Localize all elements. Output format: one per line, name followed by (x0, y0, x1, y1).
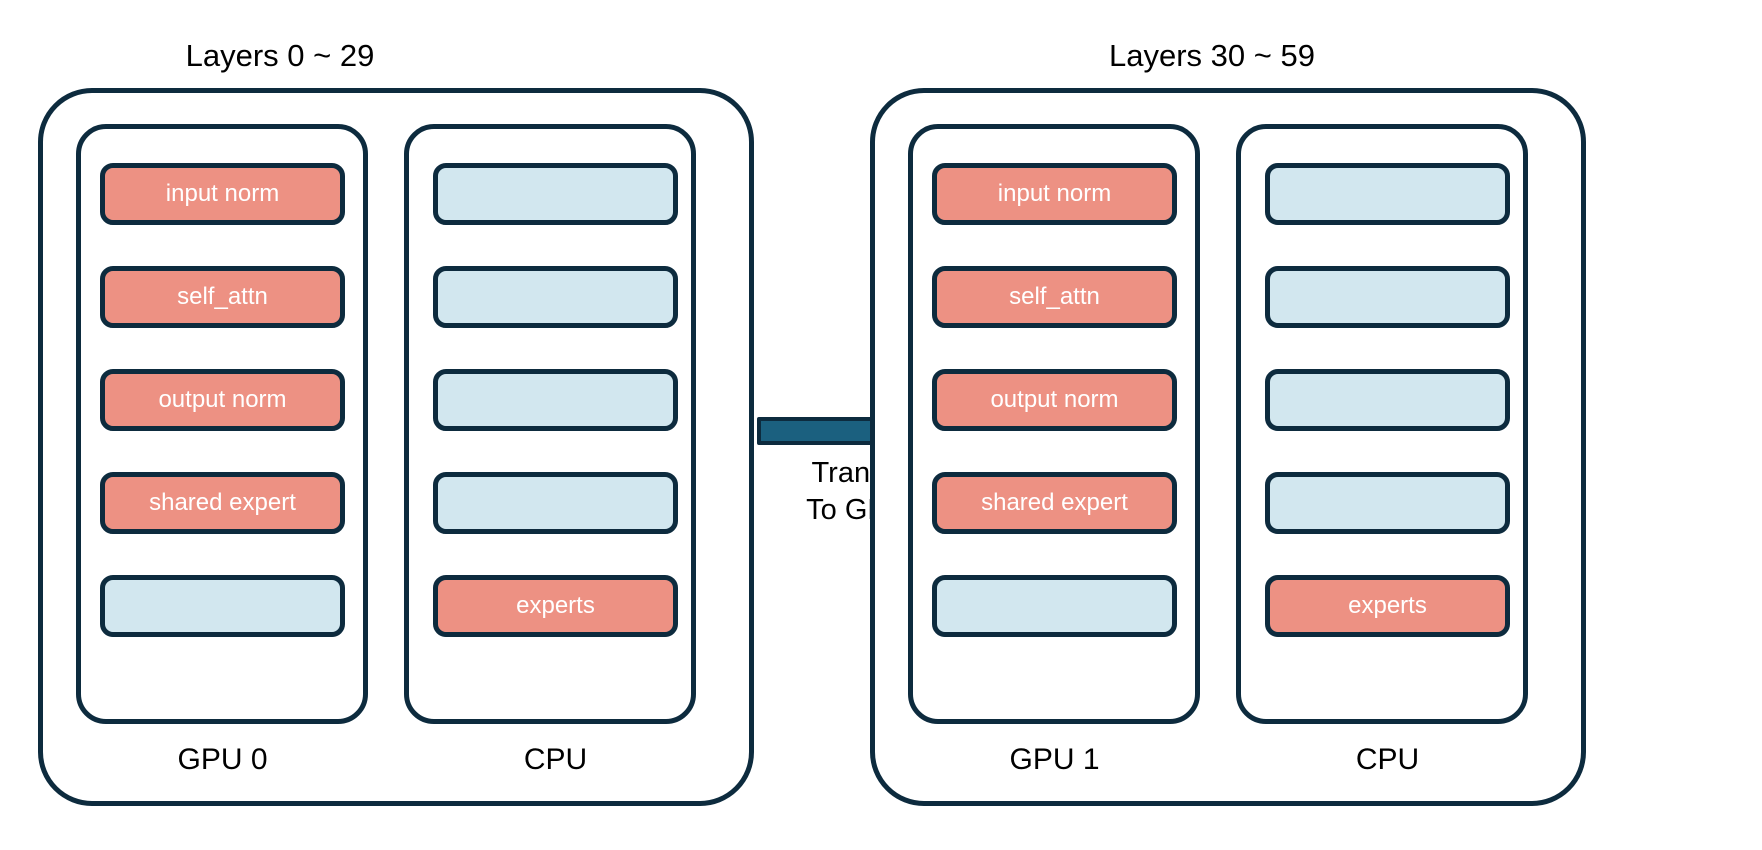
block-gpu1-output-norm[interactable]: output norm (932, 369, 1177, 431)
block-cpu-left-slot-1[interactable] (433, 163, 678, 225)
block-cpu-left-slot-2[interactable] (433, 266, 678, 328)
block-cpu-right-experts[interactable]: experts (1265, 575, 1510, 637)
block-gpu0-empty-slot[interactable] (100, 575, 345, 637)
block-cpu-right-slot-2[interactable] (1265, 266, 1510, 328)
block-cpu-right-slot-4[interactable] (1265, 472, 1510, 534)
block-cpu-left-slot-3[interactable] (433, 369, 678, 431)
panel-label-gpu-0: GPU 0 (177, 743, 268, 776)
block-gpu0-output-norm[interactable]: output norm (100, 369, 345, 431)
block-gpu0-input-norm[interactable]: input norm (100, 163, 345, 225)
block-gpu1-input-norm[interactable]: input norm (932, 163, 1177, 225)
panel-label-cpu-right: CPU (1355, 743, 1420, 776)
panel-label-cpu-left: CPU (523, 743, 588, 776)
block-gpu0-shared-expert[interactable]: shared expert (100, 472, 345, 534)
block-cpu-right-slot-3[interactable] (1265, 369, 1510, 431)
block-gpu1-self-attn[interactable]: self_attn (932, 266, 1177, 328)
block-cpu-right-slot-1[interactable] (1265, 163, 1510, 225)
block-gpu0-self-attn[interactable]: self_attn (100, 266, 345, 328)
block-gpu1-empty-slot[interactable] (932, 575, 1177, 637)
block-cpu-left-experts[interactable]: experts (433, 575, 678, 637)
block-gpu1-shared-expert[interactable]: shared expert (932, 472, 1177, 534)
panel-label-gpu-1: GPU 1 (1009, 743, 1100, 776)
caption-layers-30-59: Layers 30 ~ 59 (1109, 38, 1315, 73)
caption-layers-0-29: Layers 0 ~ 29 (185, 38, 375, 73)
block-cpu-left-slot-4[interactable] (433, 472, 678, 534)
